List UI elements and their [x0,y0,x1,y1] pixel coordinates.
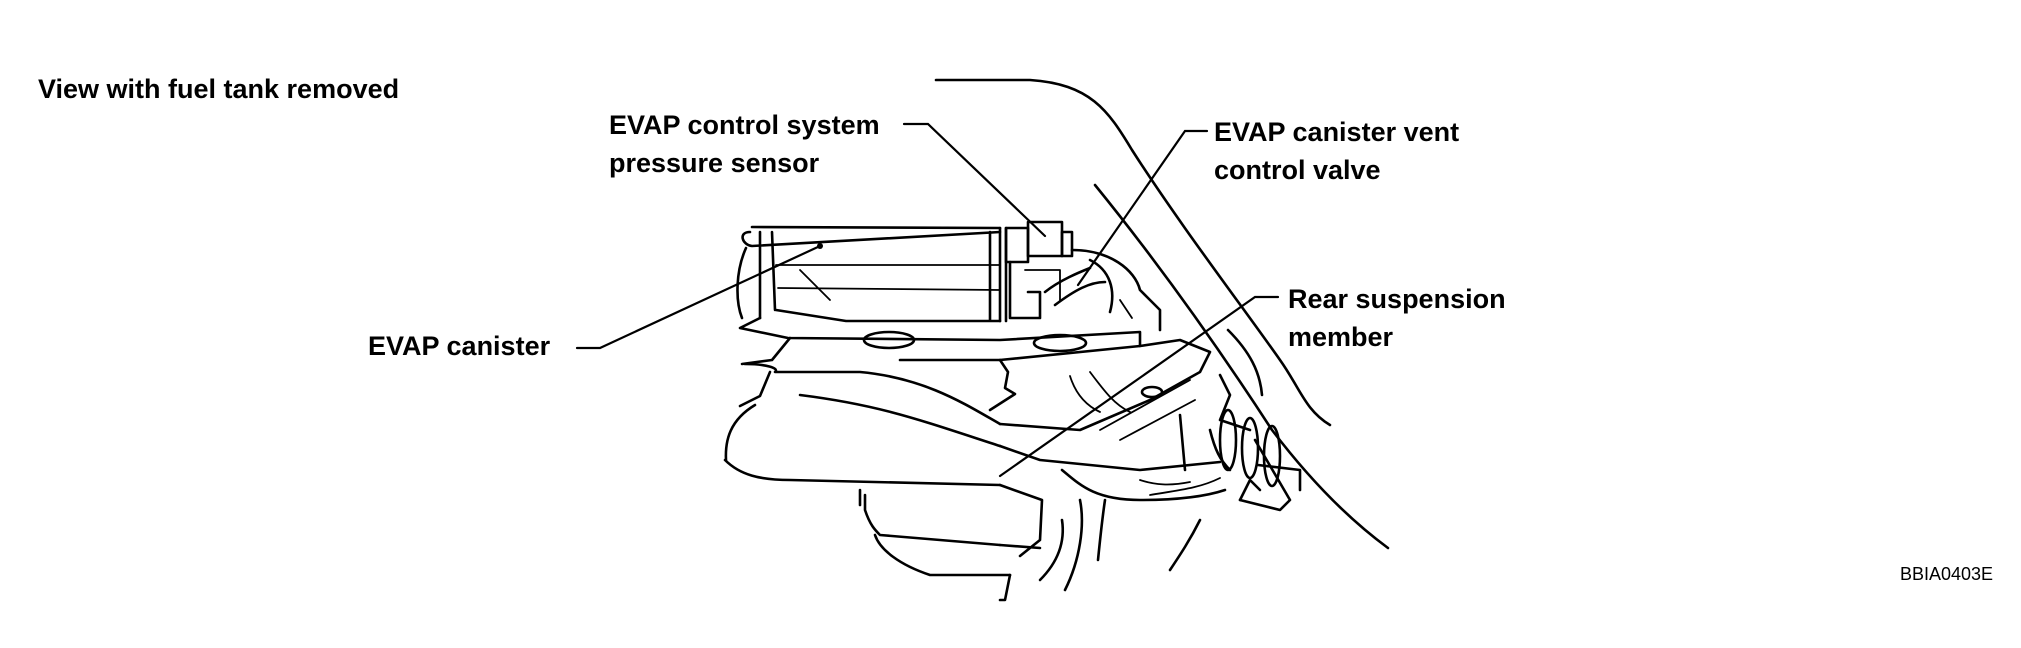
side-oval-openings [1218,408,1282,488]
callout-suspension: Rear suspension member [1288,280,1506,356]
leader-suspension [998,295,1280,478]
leader-canister-dot [817,243,823,249]
callout-pressure-sensor: EVAP control system pressure sensor [609,106,880,182]
callout-suspension-line1: Rear suspension [1288,284,1506,314]
callout-pressure-sensor-line2: pressure sensor [609,148,820,178]
callout-vent-valve: EVAP canister vent control valve [1214,113,1459,189]
leader-pressure-sensor [902,122,1047,238]
callout-canister: EVAP canister [368,331,551,361]
callout-suspension-line2: member [1288,322,1394,352]
body-diagonal [1093,183,1390,550]
body-outline-curve [934,78,1332,427]
view-caption: View with fuel tank removed [38,74,400,104]
evap-canister-body [736,225,1008,323]
callout-pressure-sensor-line1: EVAP control system [609,110,880,140]
rear-suspension-member [738,316,1222,472]
sensor-valve-cluster [1004,220,1162,332]
leader-vent-valve [1076,129,1209,287]
body-outline-lower [1226,328,1264,397]
callout-vent-valve-line2: control valve [1214,155,1381,185]
figure-code: BBIA0403E [1900,564,1994,584]
lower-body-structure [723,373,1302,602]
leader-canister [575,244,822,350]
callout-vent-valve-line1: EVAP canister vent [1214,117,1460,147]
